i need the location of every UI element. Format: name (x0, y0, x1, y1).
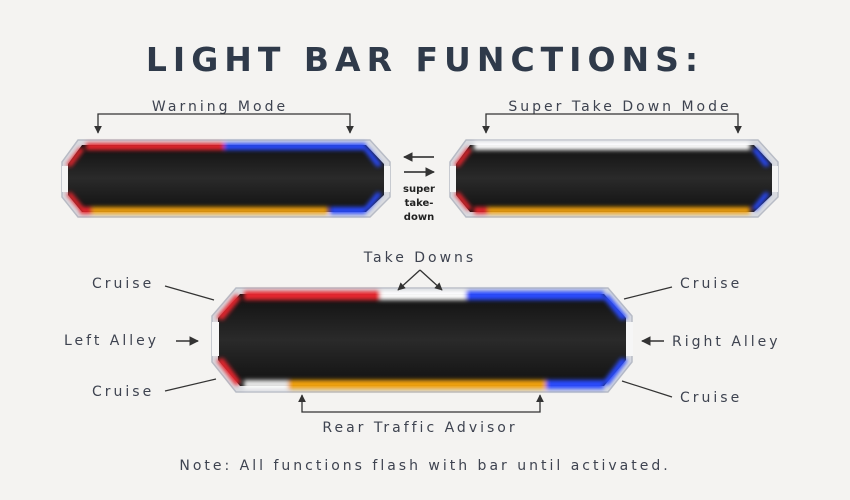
switch-line-1: super (403, 184, 435, 195)
cruise-label-bottom-right: Cruise (680, 390, 743, 406)
cruise-label-top-right: Cruise (680, 276, 743, 292)
super-take-down-caption: super take-down (392, 183, 446, 225)
take-downs-label: Take Downs (363, 250, 477, 266)
right-alley-label: Right Alley (672, 334, 781, 350)
warning-mode-label: Warning Mode (151, 99, 289, 115)
left-alley-label: Left Alley (64, 333, 160, 349)
switch-line-2: take-down (403, 198, 435, 223)
swap-arrows-icon (403, 152, 435, 177)
footnote: Note: All functions flash with bar until… (179, 458, 671, 474)
light-bar-functions (211, 287, 633, 393)
light-bar-super-take-down (449, 139, 779, 218)
cruise-label-bottom-left: Cruise (92, 384, 155, 400)
super-take-down-mode-label: Super Take Down Mode (508, 99, 732, 115)
cruise-label-top-left: Cruise (92, 276, 155, 292)
light-bar-warning-mode (61, 139, 391, 218)
rear-traffic-advisor-label: Rear Traffic Advisor (322, 420, 518, 436)
page-title: LIGHT BAR FUNCTIONS: (145, 40, 705, 79)
